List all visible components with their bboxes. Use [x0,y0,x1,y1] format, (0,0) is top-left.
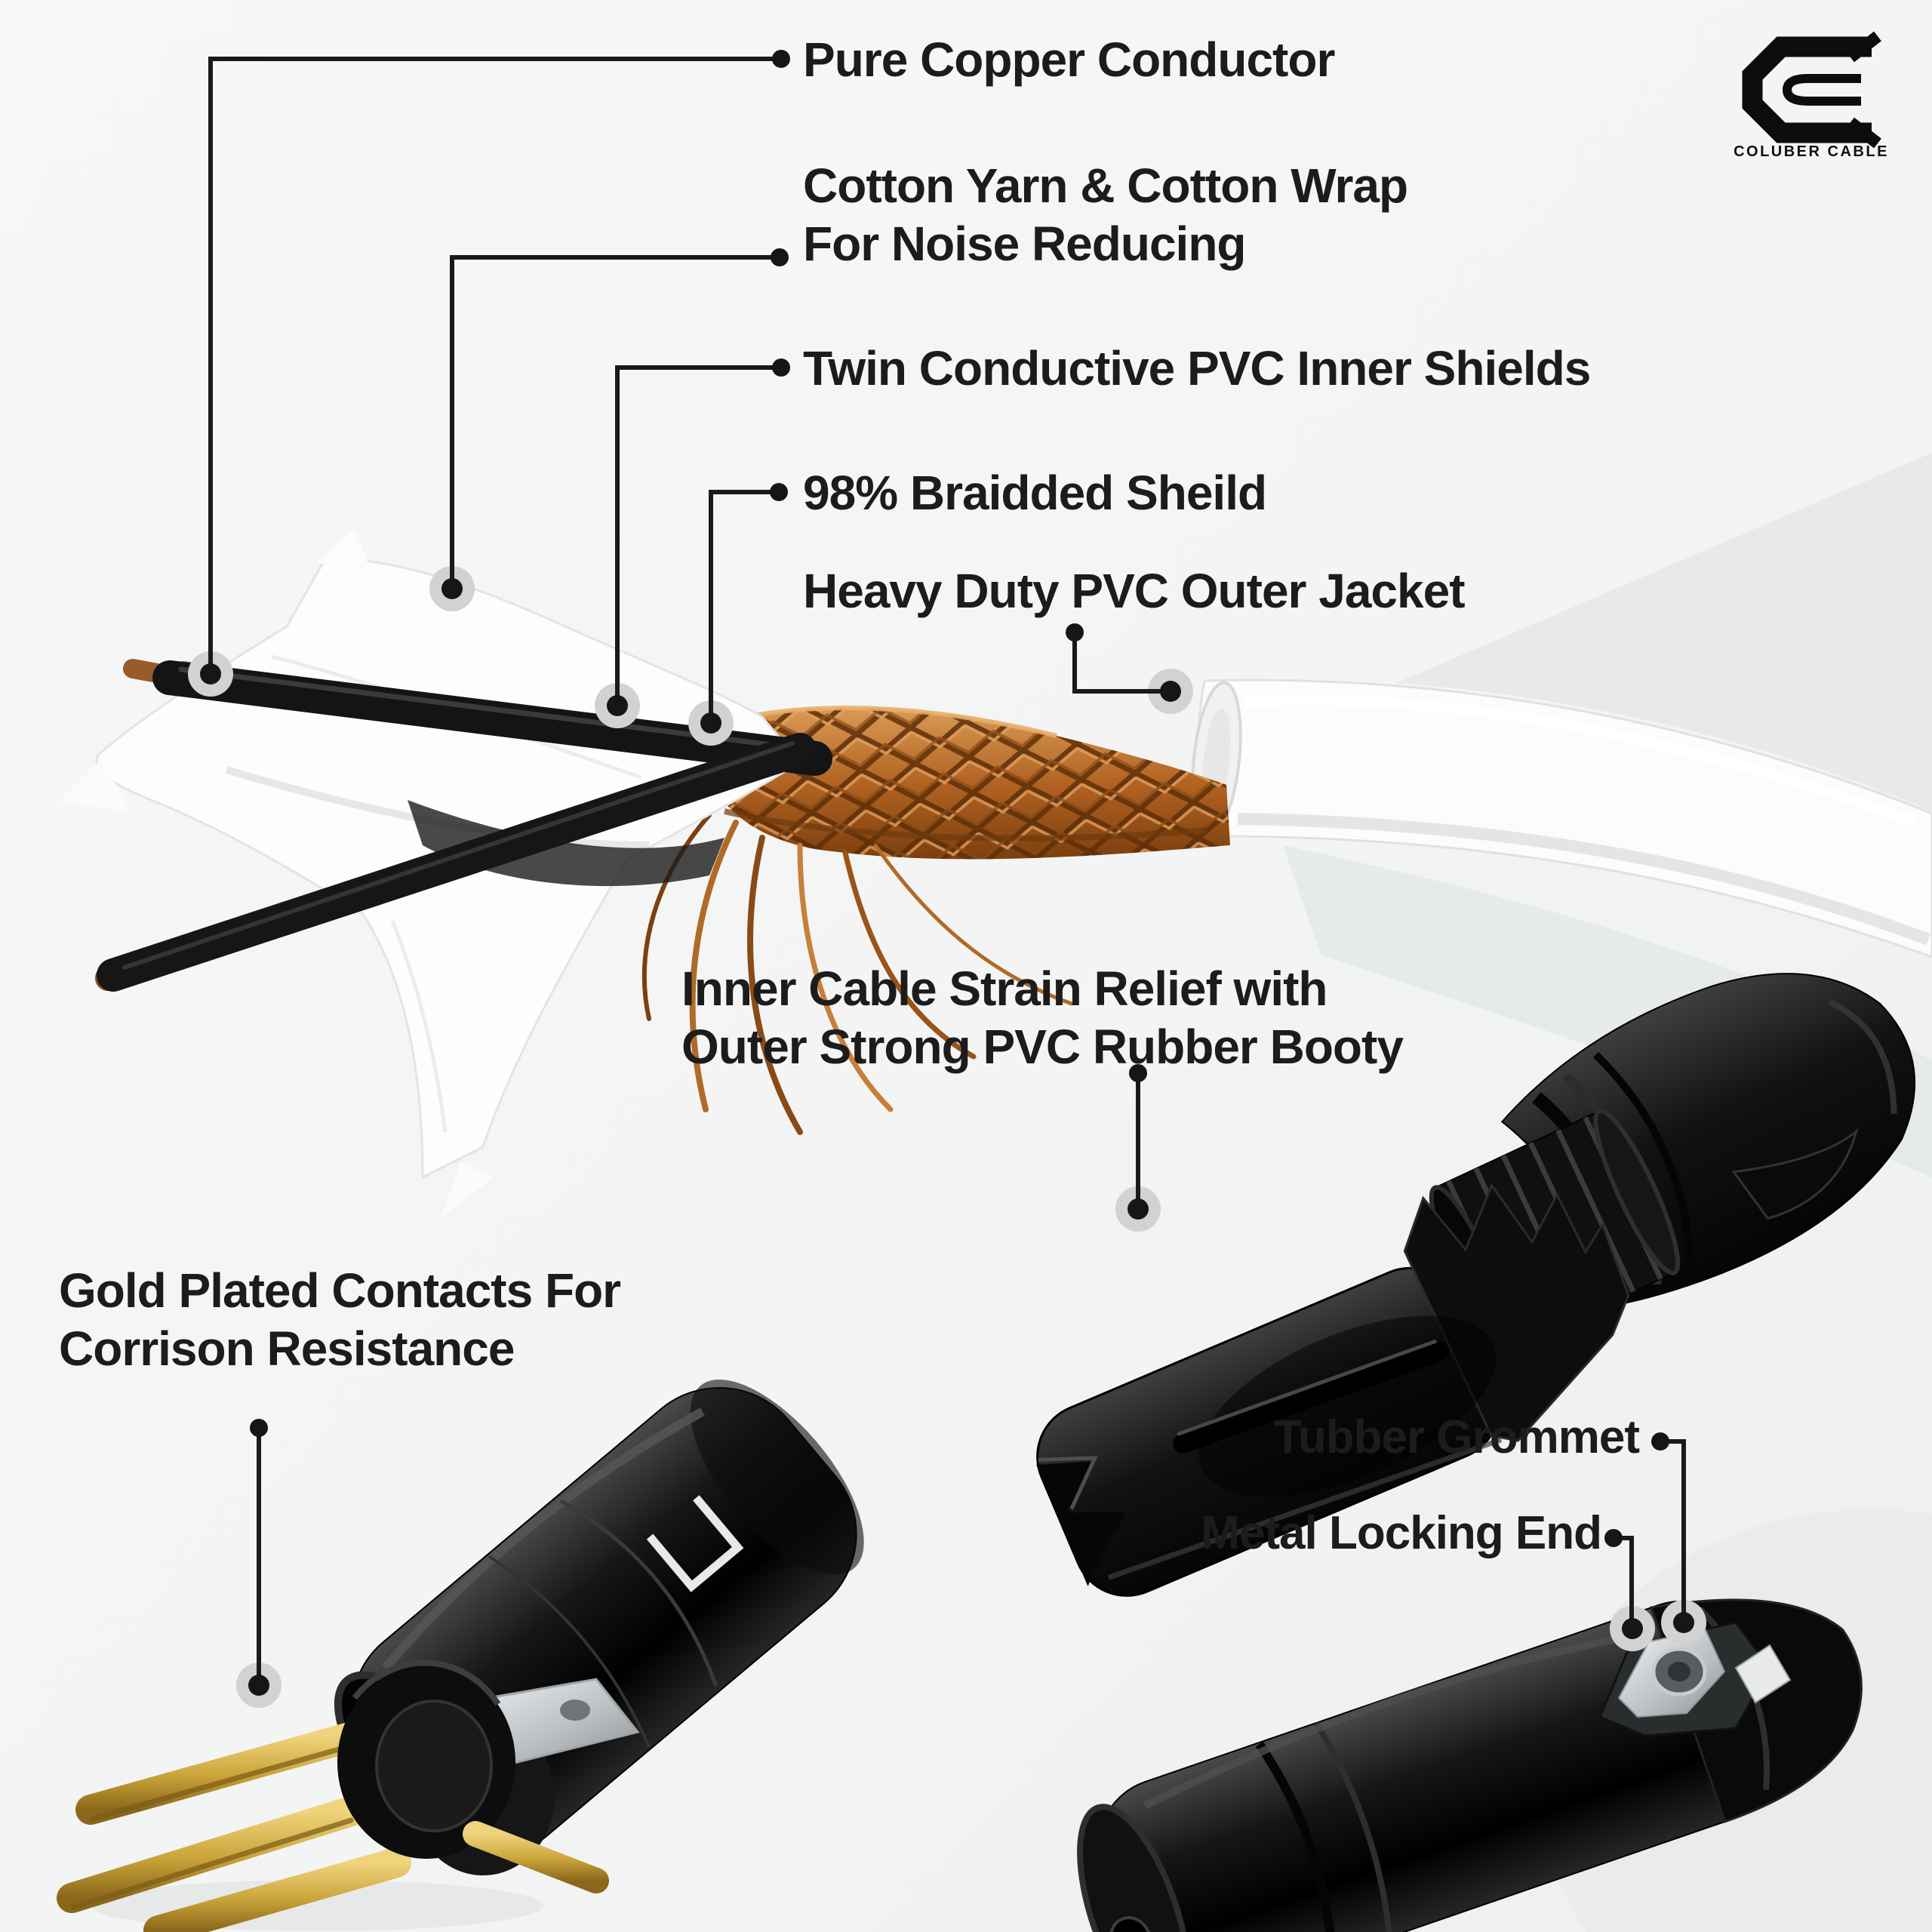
background-wedge-top-right [1396,453,1932,811]
label-pure-copper-conductor: Pure Copper Conductor [803,32,1335,87]
label-inner-shields: Twin Conductive PVC Inner Shields [803,341,1591,395]
female-connector-photo [1077,1598,1863,1932]
label-gold-contacts: Gold Plated Contacts For Corrison Resist… [59,1262,621,1378]
callout-braided-shield [688,483,788,746]
metal-locking-clip [1598,1621,1792,1737]
target-dot [1622,1618,1643,1639]
label-cotton-line2: For Noise Reducing [803,217,1247,271]
label-dot [772,50,790,68]
copper-braided-shield [713,706,1230,860]
label-dot [1129,1064,1147,1082]
label-locking-end: Metal Locking End [1201,1507,1602,1559]
strain-relief-claw [1036,1183,1630,1597]
label-dot [772,358,790,377]
target-dot [1673,1612,1694,1633]
callout-layer [188,50,1706,1708]
callout-locking-end [1604,1529,1655,1651]
target-dot [200,663,221,685]
gold-contact-pins [57,1721,411,1932]
callout-grommet [1651,1432,1706,1645]
label-dot [1604,1529,1623,1547]
target-dot [607,695,628,716]
label-dot [1066,623,1084,641]
brand-wordmark: COLUBER CABLE [1734,143,1889,160]
claw-crown-spikes [1403,1183,1630,1442]
label-cotton-wrap: Cotton Yarn & Cotton Wrap For Noise Redu… [803,157,1408,273]
target-dot [700,712,721,734]
label-dot [250,1419,268,1437]
coluber-cable-logo-icon [1742,31,1881,149]
target-dot [441,578,463,599]
label-braided-shield: 98% Braidded Sheild [803,466,1267,520]
callout-outer-jacket [1066,623,1193,714]
label-grommet: Tubber Grommet [1273,1411,1640,1463]
callout-inner-shields [595,358,790,728]
callout-gold-contacts [236,1419,281,1708]
label-cotton-line1: Cotton Yarn & Cotton Wrap [803,158,1408,213]
callout-cotton-wrap [429,248,789,611]
target-dot [1160,681,1181,702]
label-outer-jacket: Heavy Duty PVC Outer Jacket [803,564,1465,618]
gold-pins-photo [57,1660,640,1932]
label-strain-line2: Outer Strong PVC Rubber Booty [681,1020,1404,1074]
latch-hole [1109,1916,1152,1932]
label-dot [770,483,788,501]
label-gold-line1: Gold Plated Contacts For [59,1263,621,1318]
label-strain-line1: Inner Cable Strain Relief with [681,961,1327,1016]
callout-strain-relief [1115,1064,1161,1232]
label-strain-relief: Inner Cable Strain Relief with Outer Str… [681,960,1404,1076]
target-dot [248,1675,269,1696]
label-dot [771,248,789,266]
label-gold-line2: Corrison Resistance [59,1321,515,1376]
strain-relief-photo [1036,973,1916,1597]
connector-face [1077,1804,1192,1932]
target-dot [1128,1198,1149,1220]
callout-pure-copper-conductor [188,50,790,697]
frayed-copper-strands [641,813,1074,1135]
label-dot [1651,1432,1669,1451]
barrel-logo-marking [646,1495,744,1592]
